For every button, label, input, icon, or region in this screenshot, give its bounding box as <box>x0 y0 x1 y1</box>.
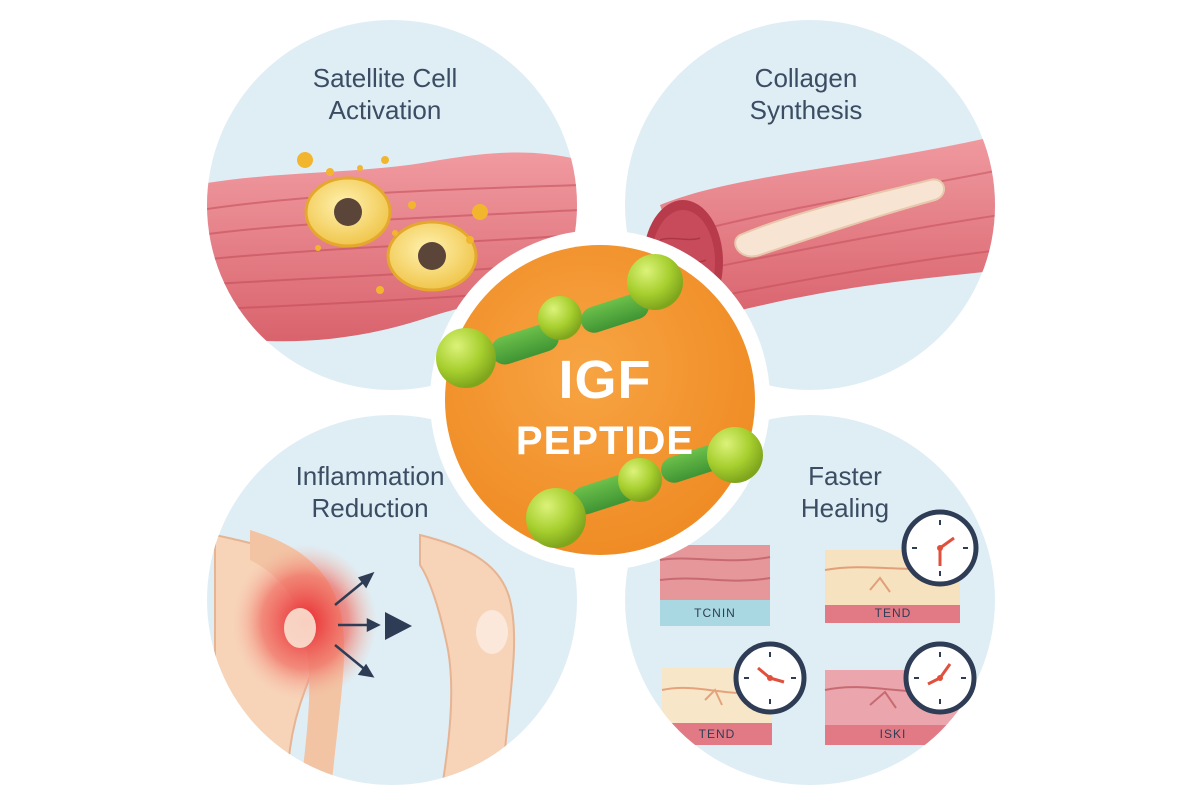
peptide-chain-icon <box>436 254 763 548</box>
tissue-tag: TCNIN <box>694 606 736 620</box>
tissue-tag: TEND <box>698 727 736 741</box>
hub-title-line2: PEPTIDE <box>515 419 695 463</box>
label-faster-healing: Faster Healing <box>695 460 995 524</box>
tissue-block-1 <box>659 545 771 626</box>
label-line: Collagen <box>754 63 858 93</box>
label-line: Satellite Cell <box>312 63 458 93</box>
hub-title-line1: IGF <box>558 350 652 410</box>
label-collagen-synthesis: Collagen Synthesis <box>656 62 956 126</box>
tissue-tag: TEND <box>874 606 912 620</box>
label-satellite-cell-activation: Satellite Cell Activation <box>235 62 535 126</box>
clock-icon <box>733 509 979 715</box>
label-line: Activation <box>328 95 442 125</box>
satellite-cell-icon <box>304 176 478 292</box>
label-inflammation-reduction: Inflammation Reduction <box>220 460 520 524</box>
label-line: Reduction <box>311 493 429 523</box>
label-line: Healing <box>800 493 890 523</box>
label-line: Inflammation <box>295 461 445 491</box>
label-line: Synthesis <box>749 95 863 125</box>
tissue-tag: ISKI <box>879 727 907 741</box>
knee-icon <box>214 530 516 785</box>
label-line: Faster <box>808 461 882 491</box>
